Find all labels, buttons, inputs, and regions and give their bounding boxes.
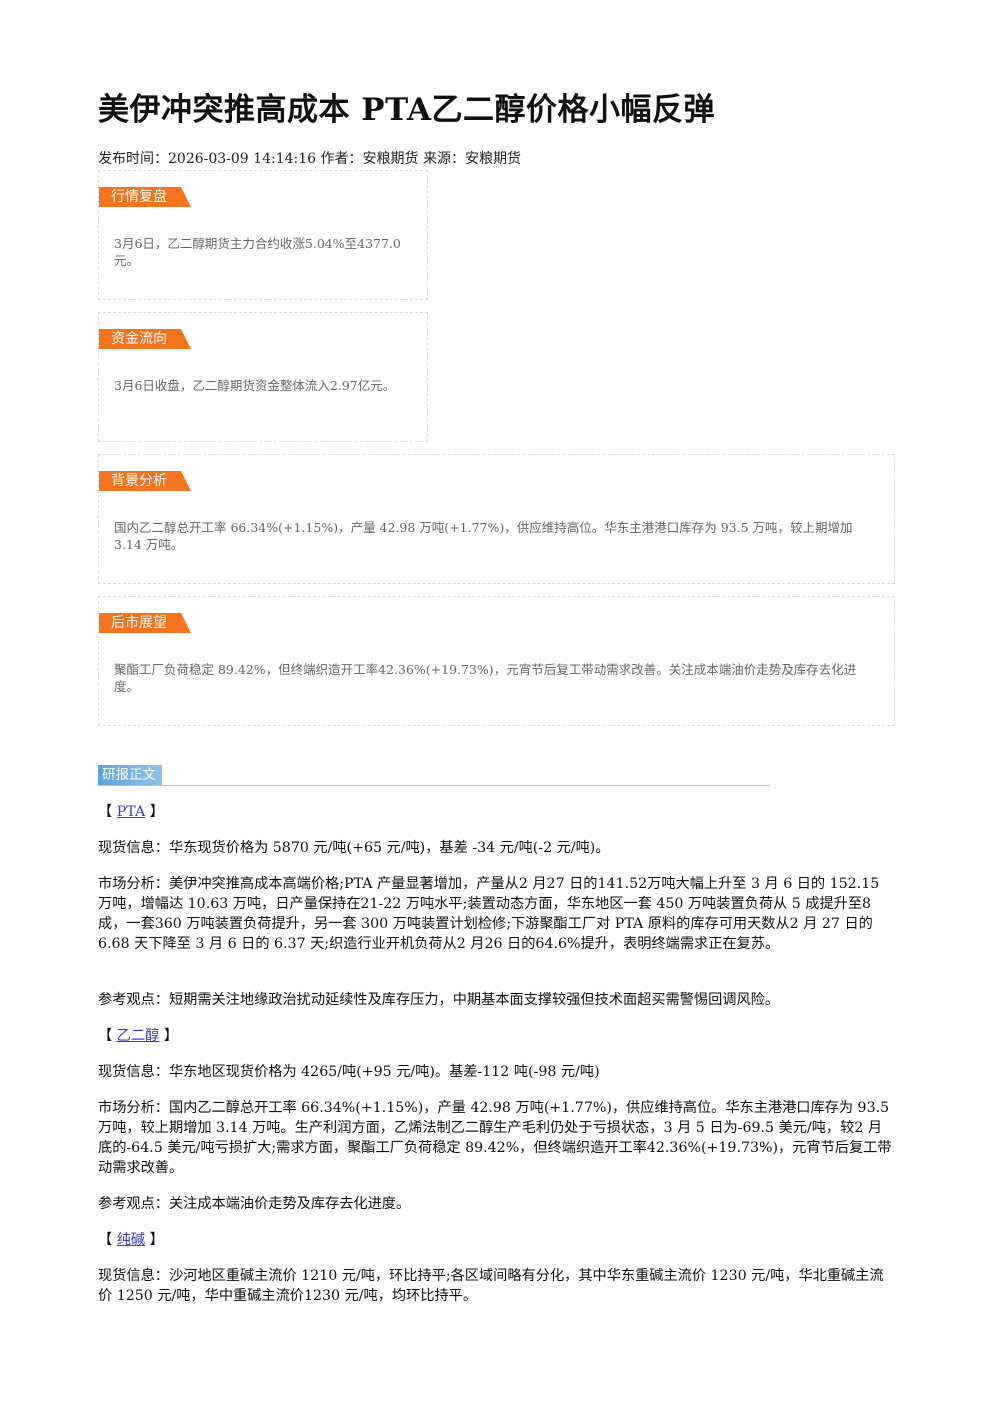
pta-link[interactable]: PTA [116, 804, 146, 820]
pta-spot: 现货信息：华东现货价格为 5870 元/吨(+65 元/吨)，基差 -34 元/… [98, 840, 610, 856]
meg-heading: 【 乙二醇 】 [98, 1026, 895, 1046]
meg-view: 参考观点：关注成本端油价走势及库存去化进度。 [98, 1196, 411, 1212]
bracket-close: 】 [149, 1232, 164, 1248]
background-text: 国内乙二醇总开工率 66.34%(+1.15%)，产量 42.98 万吨(+1.… [114, 520, 853, 552]
meg-analysis: 市场分析：国内乙二醇总开工率 66.34%(+1.15%)，产量 42.98 万… [98, 1100, 892, 1176]
outlook-box: 后市展望 聚酯工厂负荷稳定 89.42%，但终端织造开工率42.36%(+19.… [98, 596, 895, 726]
bracket-open: 【 [98, 804, 113, 820]
report-body-label: 研报正文 [98, 765, 162, 785]
article-meta: 发布时间：2026-03-09 14:14:16 作者：安粮期货 来源：安粮期货 [98, 151, 521, 167]
meg-link[interactable]: 乙二醇 [116, 1028, 160, 1044]
fund-flow-box: 资金流向 3月6日收盘，乙二醇期货资金整体流入2.97亿元。 [98, 312, 428, 442]
report-body-header: 研报正文 [98, 765, 770, 787]
fund-flow-text: 3月6日收盘，乙二醇期货资金整体流入2.97亿元。 [114, 378, 396, 393]
market-review-tag: 行情复盘 [99, 187, 191, 207]
bracket-close: 】 [149, 804, 164, 820]
pta-heading: 【 PTA 】 [98, 802, 895, 822]
meg-spot: 现货信息：华东地区现货价格为 4265/吨(+95 元/吨)。基差-112 吨(… [98, 1064, 600, 1080]
market-review-box: 行情复盘 3月6日，乙二醇期货主力合约收涨5.04%至4377.0元。 [98, 170, 428, 300]
outlook-tag: 后市展望 [99, 613, 191, 633]
pta-view: 参考观点：短期需关注地缘政治扰动延续性及库存压力，中期基本面支撑较强但技术面超买… [98, 992, 780, 1008]
market-review-text: 3月6日，乙二醇期货主力合约收涨5.04%至4377.0元。 [114, 236, 401, 268]
report-body-divider [98, 785, 770, 786]
article-title: 美伊冲突推高成本 PTA乙二醇价格小幅反弹 [98, 92, 716, 128]
soda-heading: 【 纯碱 】 [98, 1230, 895, 1250]
background-box: 背景分析 国内乙二醇总开工率 66.34%(+1.15%)，产量 42.98 万… [98, 454, 895, 584]
fund-flow-tag: 资金流向 [99, 329, 191, 349]
soda-spot: 现货信息：沙河地区重碱主流价 1210 元/吨，环比持平;各区域间略有分化，其中… [98, 1268, 884, 1304]
background-tag: 背景分析 [99, 471, 191, 491]
outlook-text: 聚酯工厂负荷稳定 89.42%，但终端织造开工率42.36%(+19.73%)，… [114, 662, 857, 694]
bracket-close: 】 [163, 1028, 179, 1044]
bracket-open: 【 [98, 1232, 113, 1248]
pta-analysis: 市场分析：美伊冲突推高成本高端价格;PTA 产量显著增加，产量从2 月27 日的… [98, 876, 880, 952]
bracket-open: 【 [98, 1028, 113, 1044]
soda-link[interactable]: 纯碱 [116, 1232, 146, 1248]
